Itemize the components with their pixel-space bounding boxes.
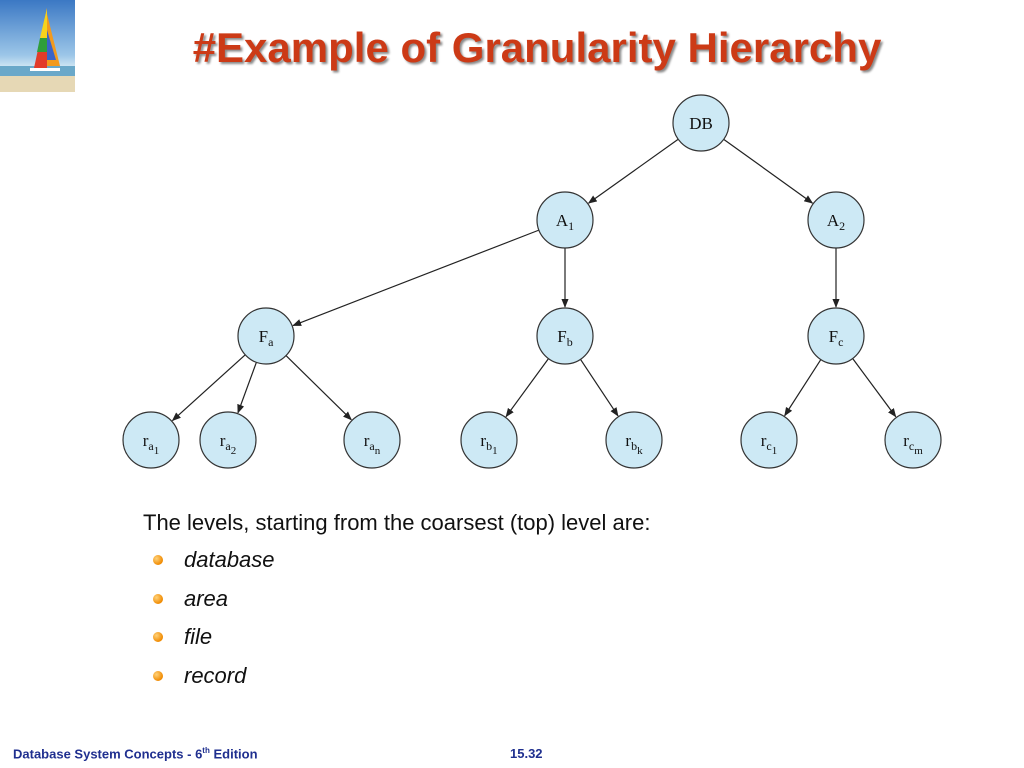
- node-label: ra2: [220, 431, 237, 457]
- level-list: database area file record: [143, 546, 843, 700]
- bullet-icon: [153, 555, 163, 565]
- node-label: rcm: [903, 431, 923, 457]
- node-Fc: Fc: [807, 307, 865, 365]
- list-item: database: [143, 546, 843, 585]
- bullet-icon: [153, 670, 163, 681]
- node-rcm: rcm: [884, 411, 942, 469]
- node-rbk: rbk: [605, 411, 663, 469]
- node-label: DB: [689, 114, 713, 133]
- node-label: A1: [556, 211, 574, 233]
- node-Fb: Fb: [536, 307, 594, 365]
- node-circle: [740, 411, 798, 469]
- node-label: Fb: [557, 327, 572, 349]
- edge-Fb-rb1: [505, 358, 549, 418]
- node-label: ran: [364, 431, 381, 457]
- edge-Fa-ra1: [171, 354, 246, 422]
- node-circle: [807, 191, 865, 249]
- intro-text: The levels, starting from the coarsest (…: [143, 510, 651, 535]
- page-title: #Example of Granularity Hierarchy: [192, 24, 882, 71]
- edge-DB-A1: [587, 138, 679, 204]
- list-item-label: area: [184, 585, 229, 611]
- node-circle: [460, 411, 518, 469]
- node-ra2: ra2: [199, 411, 257, 469]
- node-Fa: Fa: [237, 307, 295, 365]
- node-label: rb1: [480, 431, 497, 457]
- slide-content: The levels, starting from the coarsest (…: [143, 510, 843, 700]
- node-circle: [807, 307, 865, 365]
- edge-Fc-rcm: [852, 358, 897, 418]
- node-circle: [237, 307, 295, 365]
- node-circle: [122, 411, 180, 469]
- footer-book-title: Database System Concepts - 6th Edition: [13, 746, 258, 762]
- node-circle: [672, 94, 730, 152]
- edge-Fa-ra2: [237, 362, 257, 414]
- list-item: record: [143, 662, 843, 701]
- edge-DB-A2: [723, 138, 814, 204]
- list-item: area: [143, 585, 843, 624]
- node-circle: [536, 191, 594, 249]
- list-item-label: database: [184, 547, 275, 572]
- node-label: Fa: [259, 327, 274, 349]
- sailboat-logo-icon: [0, 0, 75, 92]
- list-item-label: record: [184, 662, 247, 688]
- footer-page-number: 15.32: [510, 746, 543, 761]
- node-circle: [605, 411, 663, 469]
- node-label: Fc: [829, 327, 844, 349]
- bullet-icon: [153, 593, 163, 604]
- edge-A1-Fa: [292, 229, 540, 327]
- node-label: A2: [827, 211, 845, 233]
- node-DB: DB: [672, 94, 730, 152]
- list-item-label: file: [184, 624, 213, 649]
- edge-Fa-ran: [285, 355, 352, 421]
- node-ra1: ra1: [122, 411, 180, 469]
- node-circle: [199, 411, 257, 469]
- node-rc1: rc1: [740, 411, 798, 469]
- edge-Fc-rc1: [784, 359, 822, 417]
- node-rb1: rb1: [460, 411, 518, 469]
- node-circle: [343, 411, 401, 469]
- node-label: rbk: [625, 431, 643, 457]
- edge-Fb-rbk: [579, 359, 619, 417]
- list-item: file: [143, 623, 843, 662]
- node-circle: [884, 411, 942, 469]
- node-label: ra1: [143, 431, 160, 457]
- node-circle: [536, 307, 594, 365]
- node-label: rc1: [761, 431, 778, 457]
- node-ran: ran: [343, 411, 401, 469]
- node-A2: A2: [807, 191, 865, 249]
- node-A1: A1: [536, 191, 594, 249]
- bullet-icon: [153, 632, 163, 642]
